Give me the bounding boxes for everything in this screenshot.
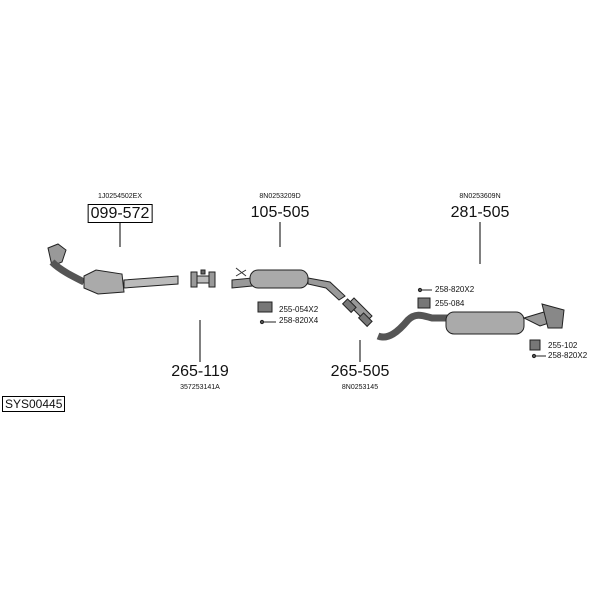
middle-muffler-drawing bbox=[231, 267, 346, 301]
downpipe-oe-number: 1J0254502EX bbox=[98, 193, 142, 200]
rear-clamp-drawing bbox=[341, 297, 373, 328]
rear-bolt-top-label[interactable]: 258-820X2 bbox=[435, 285, 475, 294]
rear-bolt-bottom-label[interactable]: 258-820X2 bbox=[548, 351, 588, 360]
rear-muffler-drawing bbox=[376, 303, 565, 341]
downpipe-part-number[interactable]: 099-572 bbox=[87, 204, 153, 223]
leader-lines bbox=[119, 222, 481, 362]
front-clamp-drawing bbox=[190, 269, 216, 288]
rear-muffler-part-number[interactable]: 281-505 bbox=[450, 204, 510, 221]
rear-rubber-bottom-label[interactable]: 255-102 bbox=[548, 341, 578, 350]
mid-rubber-label[interactable]: 255-054X2 bbox=[279, 305, 319, 314]
rear-rubber-top-label[interactable]: 255-084 bbox=[435, 299, 465, 308]
rear-hangers-drawing bbox=[417, 287, 546, 359]
front-clamp-part-number[interactable]: 265-119 bbox=[171, 363, 229, 380]
rear-clamp-oe-number: 8N0253145 bbox=[341, 384, 379, 391]
middle-muffler-part-number[interactable]: 105-505 bbox=[250, 204, 310, 221]
middle-muffler-oe-number: 8N0253209D bbox=[259, 193, 301, 200]
system-code: SYS00445 bbox=[2, 396, 66, 412]
downpipe-catalyst-drawing bbox=[47, 243, 179, 295]
mid-hangers-drawing bbox=[257, 301, 276, 325]
rear-clamp-part-number[interactable]: 265-505 bbox=[330, 363, 390, 380]
front-clamp-oe-number: 357253141A bbox=[180, 384, 220, 391]
mid-bolt-label[interactable]: 258-820X4 bbox=[279, 316, 319, 325]
rear-muffler-oe-number: 8N0253609N bbox=[459, 193, 501, 200]
